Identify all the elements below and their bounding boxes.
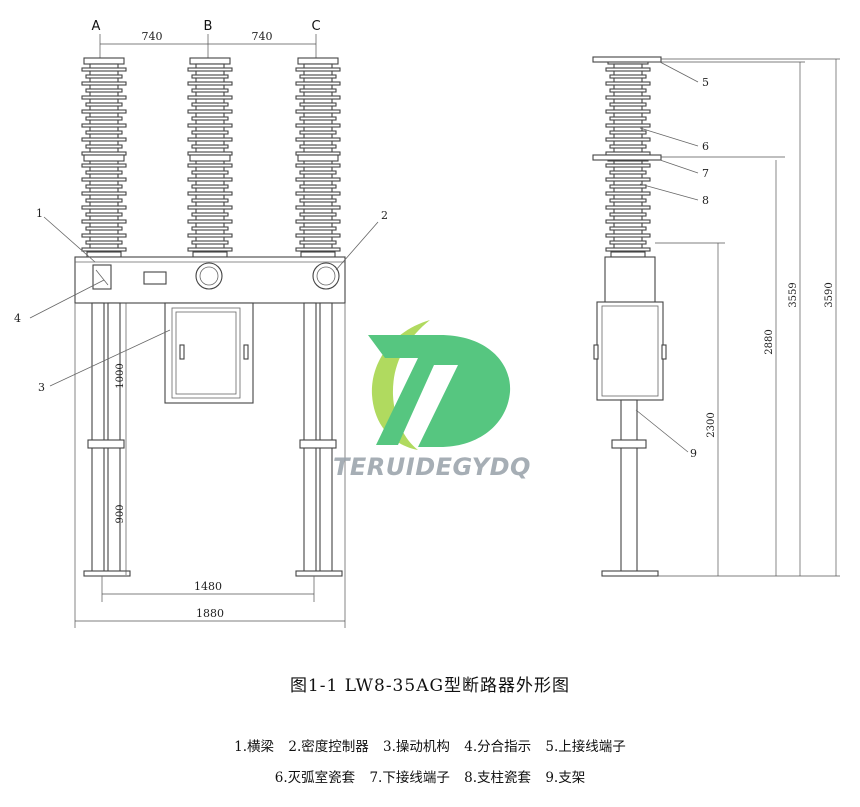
dimension-740-ab: 740 [142,30,163,43]
callout-3: 3 [38,381,45,394]
dimension-1480: 1480 [194,580,222,593]
lower-terminal [592,154,662,161]
insulator-column-c [295,57,341,258]
figure-caption: 图1-1 LW8-35AG型断路器外形图 [289,676,571,696]
operating-mechanism-cabinet [164,302,254,404]
position-indicator-window [143,271,167,285]
legend-item-5: 5.上接线端子 [545,739,626,755]
insulator-column-b [187,57,233,258]
callout-2: 2 [381,209,388,222]
dimension-2300: 2300 [706,412,717,437]
watermark-text: TERUIDEGYDQ [333,453,531,481]
callout-1: 1 [36,207,43,220]
front-view: A B C 740 740 [14,19,388,628]
support-leg-left [83,302,131,577]
legend-item-7: 7.下接线端子 [369,770,450,786]
callout-8: 8 [702,194,709,207]
dimension-900: 900 [115,504,126,523]
legend-item-9: 9.支架 [545,770,586,786]
legend-row-2: 6.灭弧室瓷套 7.下接线端子 8.支柱瓷套 9.支架 [0,766,860,786]
legend-row-1: 1.横梁 2.密度控制器 3.操动机构 4.分合指示 5.上接线端子 [0,735,860,755]
dimension-1000: 1000 [115,363,126,388]
phase-label-a: A [92,19,101,34]
dimension-3590: 3590 [824,282,835,307]
legend-item-8: 8.支柱瓷套 [464,770,532,786]
dimension-740-bc: 740 [252,30,273,43]
side-mechanism-cabinet [596,301,664,401]
insulator-column-a [81,57,127,258]
callout-9: 9 [690,447,697,460]
dimension-2880: 2880 [764,329,775,354]
legend-item-2: 2.密度控制器 [288,739,369,755]
watermark-logo: TERUIDEGYDQ [333,320,531,481]
side-head-housing [604,256,656,304]
legend-item-4: 4.分合指示 [464,739,532,755]
callout-6: 6 [702,140,709,153]
legend-item-1: 1.横梁 [234,739,275,755]
dimension-3559: 3559 [788,282,799,307]
callout-7: 7 [702,167,709,180]
support-post [620,399,638,573]
phase-label-b: B [204,19,213,34]
upper-terminal [592,56,662,63]
dimension-1880: 1880 [196,607,224,620]
side-view: 2300 2880 3559 3590 5 6 7 8 9 [592,56,840,577]
callout-5: 5 [702,76,709,89]
legend-item-6: 6.灭弧室瓷套 [274,770,356,786]
legend-item-3: 3.操动机构 [383,739,450,755]
callout-4: 4 [14,312,21,325]
phase-label-c: C [311,19,320,34]
support-leg-right [295,302,343,577]
